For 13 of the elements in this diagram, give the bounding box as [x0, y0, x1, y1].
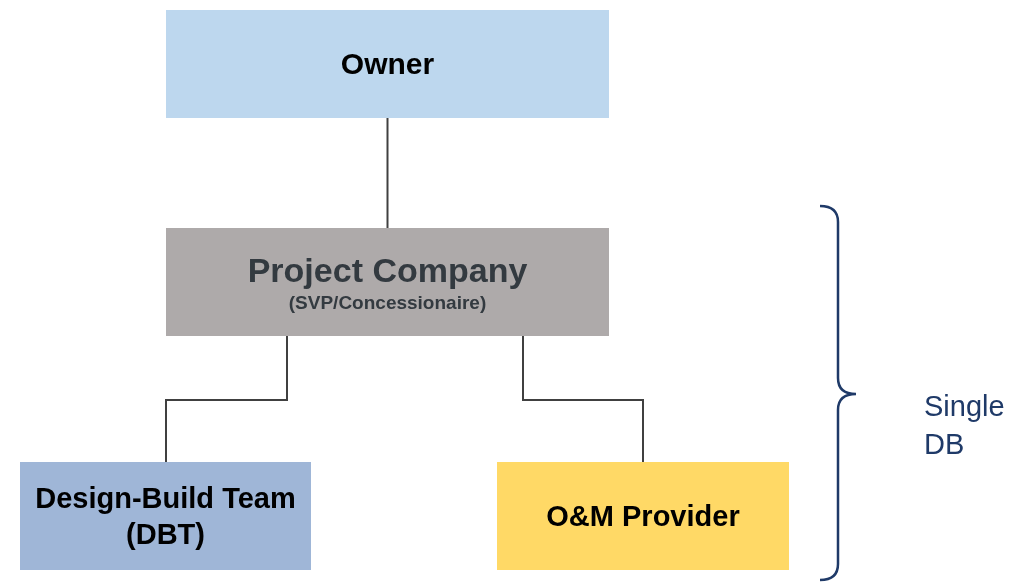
owner-box	[166, 10, 609, 118]
node-title: Owner	[340, 46, 435, 83]
connector-line	[165, 335, 288, 463]
node-title: O&M Provider	[546, 498, 740, 534]
connector-line	[386, 117, 389, 229]
node-title: Design-Build Team (DBT)	[34, 480, 297, 552]
node-subtitle: (SVP/Concessionaire)	[288, 291, 487, 316]
node-title: Project Company	[247, 249, 528, 291]
team-box	[20, 462, 311, 570]
bracket-label: Single DB	[924, 389, 1006, 462]
provider-box	[497, 462, 789, 570]
connector-line	[522, 335, 644, 463]
company-box	[166, 228, 609, 336]
